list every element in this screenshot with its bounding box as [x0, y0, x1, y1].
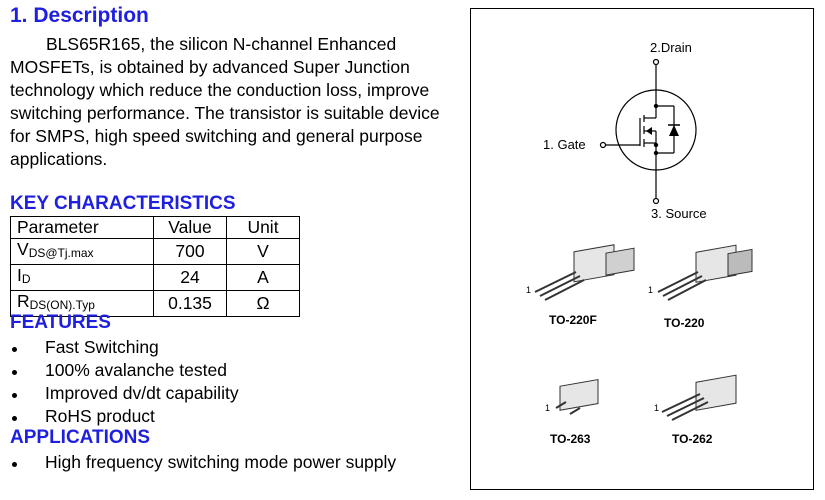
list-item: High frequency switching mode power supp…	[10, 451, 396, 474]
param-symbol: I	[17, 265, 22, 285]
package-label-to263: TO-263	[550, 432, 591, 446]
pin1-marker: 1	[526, 285, 532, 295]
source-label: 3. Source	[651, 206, 707, 221]
param-subscript: DS@Tj.max	[28, 246, 94, 260]
header-value: Value	[153, 216, 227, 239]
gate-label: 1. Gate	[543, 137, 586, 152]
pin1-marker: 1	[648, 285, 654, 295]
param-symbol: V	[17, 239, 29, 259]
unit-cell: Ω	[226, 290, 300, 317]
table-header-row: Parameter Value Unit	[10, 216, 300, 239]
package-label-to220f: TO-220F	[549, 313, 597, 327]
key-characteristics-table: Parameter Value Unit VDS@Tj.max 700 V ID…	[10, 216, 300, 317]
unit-cell: V	[226, 238, 300, 265]
table-row: ID 24 A	[10, 264, 300, 291]
features-heading: FEATURES	[10, 312, 111, 333]
package-to263-drawing	[555, 378, 599, 415]
list-item: Fast Switching	[10, 336, 239, 359]
features-list: Fast Switching 100% avalanche tested Imp…	[10, 336, 239, 428]
gate-terminal	[599, 141, 607, 149]
package-label-to220: TO-220	[664, 316, 705, 330]
package-label-to262: TO-262	[672, 432, 713, 446]
value-cell: 24	[153, 264, 227, 291]
key-characteristics-heading: KEY CHARACTERISTICS	[10, 193, 236, 214]
body-diode-icon	[669, 125, 679, 136]
package-figure-panel	[470, 8, 814, 490]
pin1-marker: 1	[654, 403, 660, 413]
source-terminal	[652, 197, 660, 205]
description-body: BLS65R165, the silicon N-channel Enhance…	[10, 34, 440, 169]
drain-terminal	[652, 58, 660, 66]
header-unit: Unit	[226, 216, 300, 239]
applications-list: High frequency switching mode power supp…	[10, 451, 396, 474]
table-row: RDS(ON).Typ 0.135 Ω	[10, 290, 300, 317]
description-heading: 1. Description	[10, 4, 149, 27]
param-symbol: R	[17, 291, 30, 311]
value-cell: 700	[153, 238, 227, 265]
list-item: 100% avalanche tested	[10, 359, 239, 382]
param-subscript: D	[21, 272, 31, 286]
package-to220-drawing	[657, 244, 753, 301]
list-item: Improved dv/dt capability	[10, 382, 239, 405]
param-cell: VDS@Tj.max	[10, 238, 154, 265]
drain-label: 2.Drain	[650, 40, 692, 55]
value-cell: 0.135	[153, 290, 227, 317]
param-subscript: DS(ON).Typ	[29, 298, 95, 312]
package-to220f-drawing	[534, 244, 635, 301]
applications-heading: APPLICATIONS	[10, 427, 151, 448]
table-row: VDS@Tj.max 700 V	[10, 238, 300, 265]
body-arrow-icon	[646, 127, 652, 135]
package-to262-drawing	[661, 374, 737, 421]
description-text: BLS65R165, the silicon N-channel Enhance…	[10, 33, 460, 171]
pin1-marker: 1	[545, 403, 551, 413]
param-cell: RDS(ON).Typ	[10, 290, 154, 317]
list-item: RoHS product	[10, 405, 239, 428]
